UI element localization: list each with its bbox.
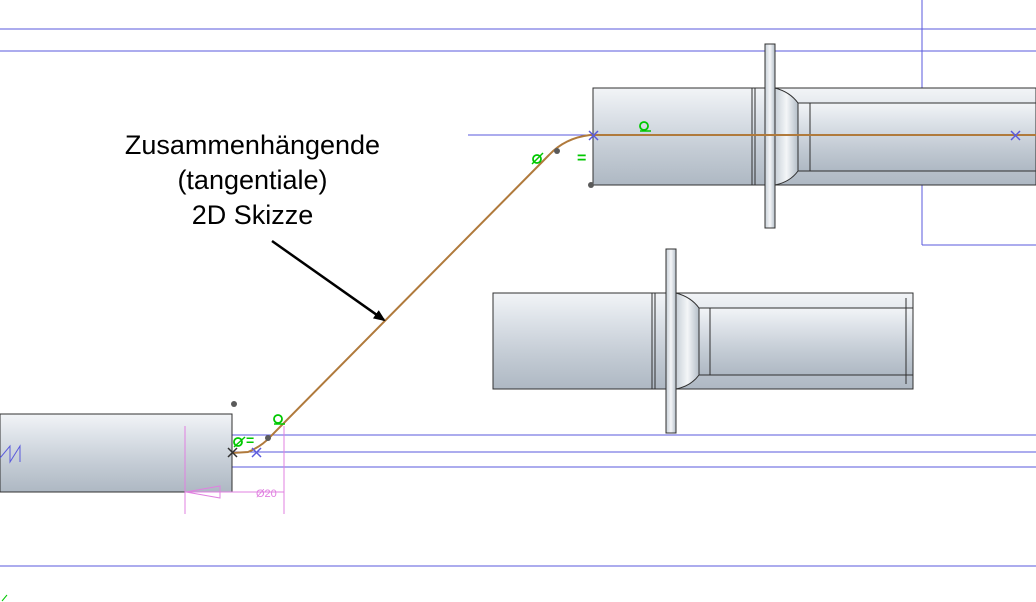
annotation-arrow <box>271 239 386 322</box>
endpoint-marker[interactable] <box>588 130 599 141</box>
shaft-lower-left[interactable] <box>0 413 233 493</box>
tangent-constraint-icon[interactable] <box>531 152 544 165</box>
dimension-label[interactable]: Ø20 <box>256 488 277 500</box>
endpoint-markers <box>227 130 1021 458</box>
equal-constraint-icon[interactable]: = <box>577 150 586 167</box>
tangent-constraint-icon[interactable] <box>639 121 651 132</box>
endpoint-marker[interactable] <box>1010 130 1021 141</box>
sketch-point[interactable] <box>588 182 594 188</box>
axis-indicator-icon <box>1 594 8 602</box>
shaft-middle[interactable] <box>492 248 914 434</box>
annotation-caption: Zusammenhängende (tangentiale) 2D Skizze <box>80 128 425 233</box>
sketch-point[interactable] <box>231 401 237 407</box>
annotation-line-3: 2D Skizze <box>191 200 314 230</box>
sketch-point[interactable] <box>554 148 560 154</box>
tangent-constraint-icon[interactable] <box>273 414 285 425</box>
annotation-line-1: Zusammenhängende <box>124 130 381 160</box>
sketch-points <box>231 148 594 441</box>
equal-constraint-icon[interactable]: = <box>246 432 254 448</box>
diameter-dimension[interactable]: Ø20 <box>184 426 285 514</box>
constraint-glyphs: = = <box>233 121 651 448</box>
endpoint-marker[interactable] <box>251 447 262 458</box>
sketch-point[interactable] <box>265 435 271 441</box>
endpoint-marker-dark[interactable] <box>227 447 238 458</box>
tangent-constraint-icon[interactable] <box>233 436 246 448</box>
annotation-line-2: (tangentiale) <box>177 165 328 195</box>
